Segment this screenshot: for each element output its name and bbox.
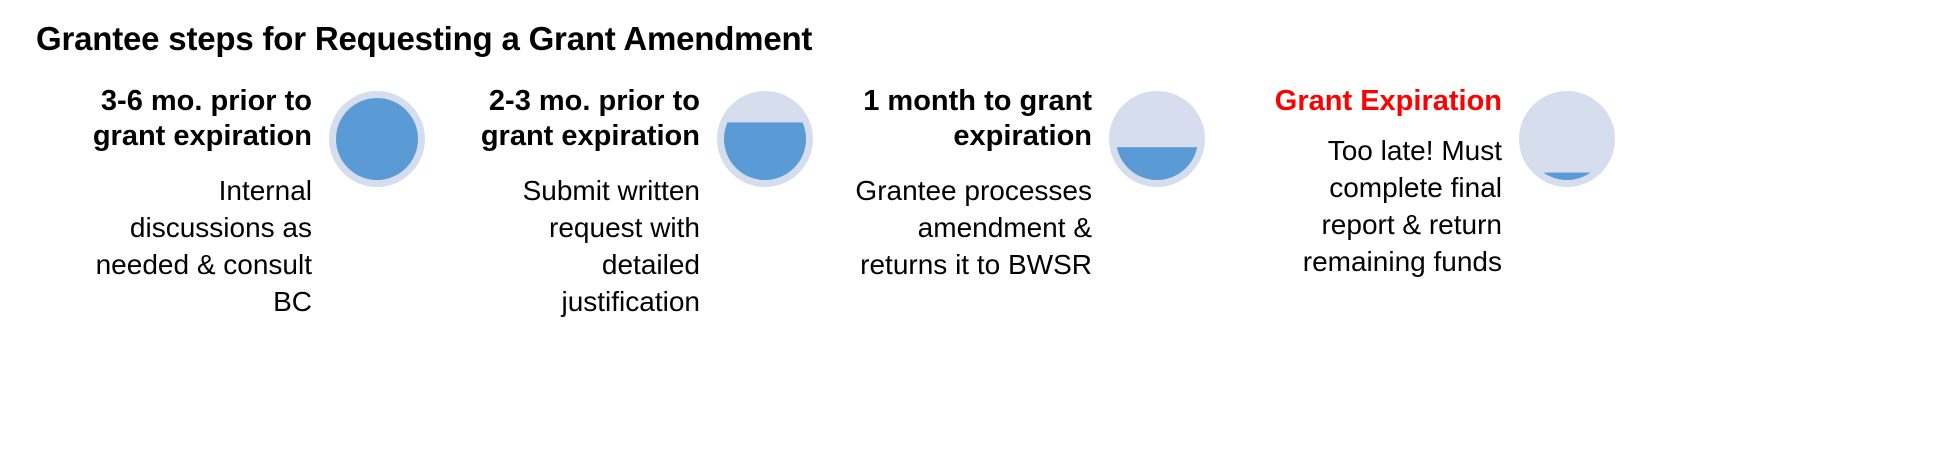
step-4-gauge	[1516, 88, 1618, 190]
timeline-step-4: Grant Expiration Too late! Must complete…	[1208, 84, 1618, 281]
gauge-full-icon	[329, 91, 425, 187]
gauge-three-quarters-icon	[717, 91, 813, 187]
step-1-heading: 3-6 mo. prior to grant expiration	[92, 85, 312, 153]
timeline-step-1: 3-6 mo. prior to grant expiration Intern…	[0, 84, 428, 321]
step-2-body: Submit written request with detailed jus…	[522, 174, 700, 317]
step-3-text-block: 1 month to grant expiration Grantee proc…	[816, 84, 1106, 284]
timeline-step-2: 2-3 mo. prior to grant expiration Submit…	[428, 84, 816, 321]
step-1-body: Internal discussions as needed & consult…	[95, 174, 312, 317]
step-4-heading: Grant Expiration	[1274, 85, 1502, 117]
page-title: Grantee steps for Requesting a Grant Ame…	[36, 20, 813, 57]
step-2-heading: 2-3 mo. prior to grant expiration	[480, 85, 700, 153]
step-1-gauge	[326, 88, 428, 190]
step-1-text-block: 3-6 mo. prior to grant expiration Intern…	[28, 84, 326, 321]
step-2-gauge	[714, 88, 816, 190]
timeline-step-3: 1 month to grant expiration Grantee proc…	[816, 84, 1208, 284]
gauge-empty-icon	[1519, 91, 1615, 187]
step-4-body: Too late! Must complete final report & r…	[1302, 135, 1502, 278]
step-3-gauge	[1106, 88, 1208, 190]
gauge-two-fifths-icon	[1109, 91, 1205, 187]
step-4-text-block: Grant Expiration Too late! Must complete…	[1208, 84, 1516, 281]
timeline-steps: 3-6 mo. prior to grant expiration Intern…	[0, 84, 1944, 321]
step-3-body: Grantee processes amendment & returns it…	[855, 174, 1092, 280]
step-3-heading: 1 month to grant expiration	[863, 85, 1092, 153]
step-2-text-block: 2-3 mo. prior to grant expiration Submit…	[428, 84, 714, 321]
